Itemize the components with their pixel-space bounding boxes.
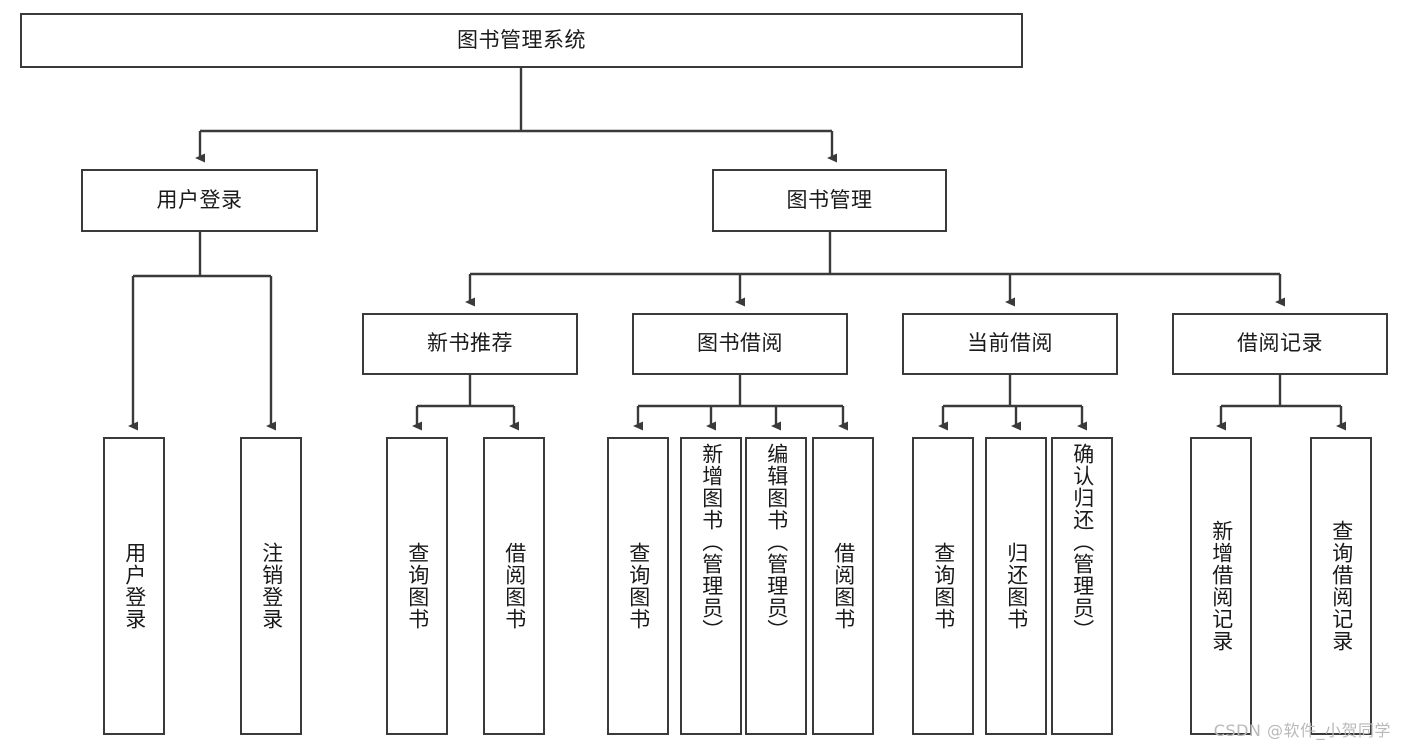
node-leaf-label: 确认归还（管理员） [1070, 443, 1095, 641]
node-level3-label: 图书借阅 [697, 331, 783, 356]
node-leaf-7[interactable]: 借阅图书 [812, 437, 874, 735]
node-leaf-1[interactable]: 注销登录 [240, 437, 302, 735]
node-leaf-label: 查询借阅记录 [1329, 520, 1354, 652]
node-root-label: 图书管理系统 [457, 27, 586, 52]
node-leaf-label: 查询图书 [405, 542, 430, 630]
node-level3-0[interactable]: 新书推荐 [362, 313, 578, 375]
node-leaf-2[interactable]: 查询图书 [386, 437, 448, 735]
node-leaf-11[interactable]: 新增借阅记录 [1190, 437, 1252, 735]
node-leaf-3[interactable]: 借阅图书 [483, 437, 545, 735]
node-leaf-label: 查询图书 [931, 542, 956, 630]
node-level2-label: 图书管理 [786, 187, 873, 212]
node-leaf-label: 借阅图书 [831, 542, 856, 630]
node-leaf-label: 新增借阅记录 [1209, 520, 1234, 652]
node-leaf-10[interactable]: 确认归还（管理员） [1051, 437, 1113, 735]
node-level3-1[interactable]: 图书借阅 [632, 313, 848, 375]
node-leaf-label: 注销登录 [259, 542, 284, 630]
node-level2-label: 用户登录 [156, 187, 243, 212]
node-level3-label: 新书推荐 [427, 331, 513, 356]
node-leaf-label: 归还图书 [1004, 542, 1029, 630]
node-level2-0[interactable]: 用户登录 [81, 169, 318, 232]
node-leaf-label: 查询图书 [626, 542, 651, 630]
node-root[interactable]: 图书管理系统 [20, 13, 1023, 68]
node-leaf-label: 借阅图书 [502, 542, 527, 630]
node-level2-1[interactable]: 图书管理 [712, 169, 947, 232]
node-leaf-6[interactable]: 编辑图书（管理员） [745, 437, 807, 735]
node-leaf-8[interactable]: 查询图书 [912, 437, 974, 735]
node-leaf-label: 新增图书（管理员） [699, 443, 724, 641]
node-leaf-4[interactable]: 查询图书 [607, 437, 669, 735]
node-level3-label: 当前借阅 [967, 331, 1053, 356]
node-leaf-12[interactable]: 查询借阅记录 [1310, 437, 1372, 735]
node-leaf-label: 编辑图书（管理员） [764, 443, 789, 641]
node-leaf-9[interactable]: 归还图书 [985, 437, 1047, 735]
node-leaf-0[interactable]: 用户登录 [103, 437, 165, 735]
node-level3-2[interactable]: 当前借阅 [902, 313, 1118, 375]
node-level3-3[interactable]: 借阅记录 [1172, 313, 1388, 375]
node-leaf-5[interactable]: 新增图书（管理员） [680, 437, 742, 735]
node-leaf-label: 用户登录 [122, 542, 147, 630]
node-level3-label: 借阅记录 [1237, 331, 1323, 356]
